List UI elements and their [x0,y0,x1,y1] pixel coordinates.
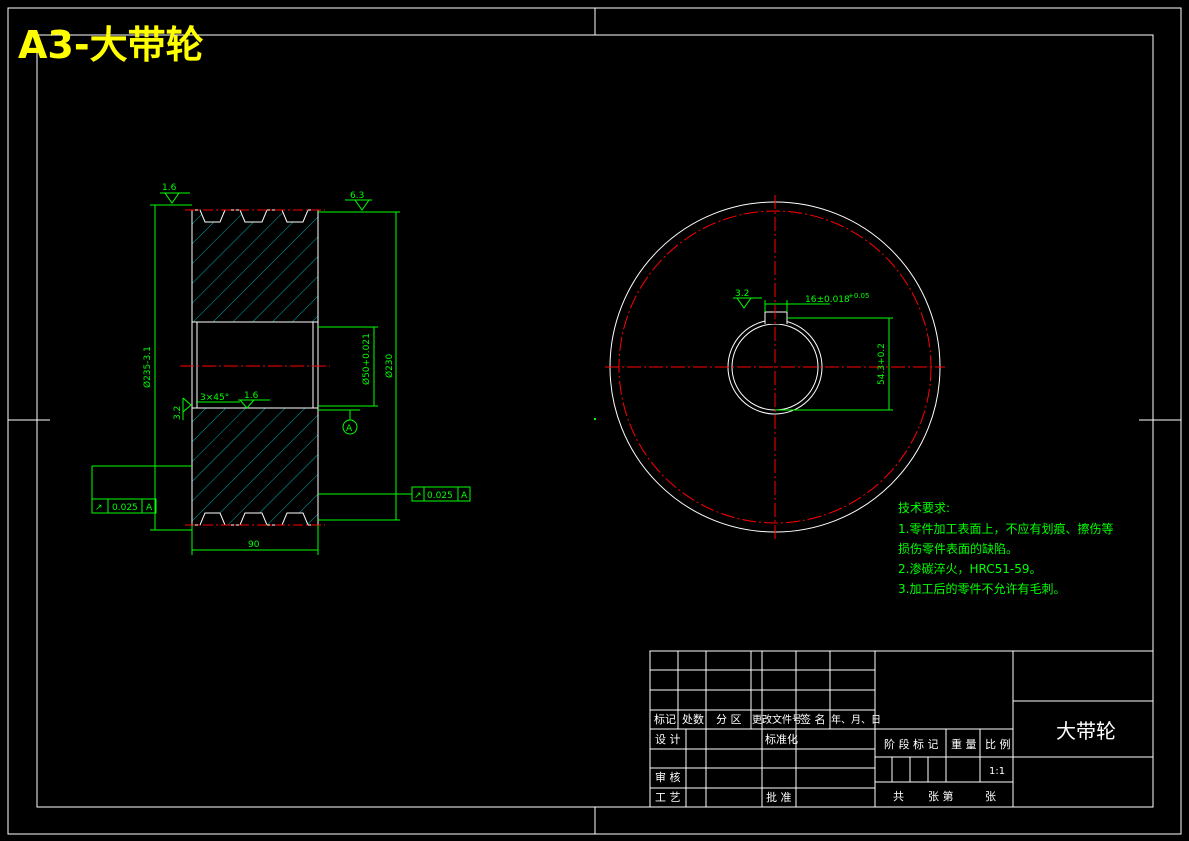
tb-sheet: 张 [985,790,996,803]
tech-requirements: 技术要求: 1.零件加工表面上，不应有划痕、擦伤等 损伤零件表面的缺陷。 2.渗… [898,501,1113,596]
chamfer-label: 3×45° [200,393,229,403]
title-block-text: 标记 处数 分 区 更改文件号 签 名 年、月、日 设 计 标准化 审 核 工 … [654,712,1116,804]
front-view: 3.2 16±0.018 +0.05 54.3+0.2 [594,195,945,540]
dim-outer-diameter: Ø235-3.1 [142,346,153,388]
tb-design: 设 计 [655,733,681,746]
tech-line-3: 2.渗碳淬火，HRC51-59。 [898,561,1041,576]
tech-line-4: 3.加工后的零件不允许有毛刺。 [898,581,1065,596]
dim-bore-diameter: Ø50+0.021 [361,333,372,385]
tb-header-count: 处数 [682,713,704,726]
tb-header-date: 年、月、日 [831,713,881,726]
tb-standardize: 标准化 [765,732,798,746]
runout-right-datum: A [461,491,468,501]
tb-total: 共 [893,790,904,803]
dim-width: 90 [248,540,260,550]
tb-ratio: 比 例 [985,737,1011,751]
drawing-frame [7,7,1182,835]
runout-left-symbol: ↗ [95,503,103,513]
lower-rim-section [191,407,319,526]
keyway [764,311,788,324]
datum-a-marker [342,419,358,435]
tech-line-2: 损伤零件表面的缺陷。 [898,541,1018,556]
roughness-bore: 1.6 [244,391,259,401]
tb-weight: 重 量 [951,737,977,751]
title-block [649,650,1154,808]
roughness-top-left: 1.6 [162,183,177,193]
runout-right-value: 0.025 [427,491,453,501]
tb-header-zone: 分 区 [716,713,742,726]
roughness-left-side: 3.2 [173,406,183,420]
dim-pitch-diameter: Ø230 [384,353,395,378]
tb-scale-value: 1:1 [989,766,1005,777]
runout-left-value: 0.025 [112,503,138,513]
tb-process: 工 艺 [655,791,681,804]
tech-line-1: 1.零件加工表面上，不应有划痕、擦伤等 [898,521,1113,536]
tb-sheets: 张 第 [928,789,954,803]
tb-stage-mark: 阶 段 标 记 [884,737,939,751]
runout-frame-left: ↗ 0.025 A [91,498,157,514]
corner-title: A3-大带轮 [18,23,204,67]
bore [191,321,319,409]
section-view: A Ø235-3.1 Ø230 Ø50+0.021 90 3×45° 1.6 6… [91,183,471,555]
upper-rim-section [191,209,319,323]
runout-frame-right: ↗ 0.025 A [411,486,471,502]
roughness-top-right: 6.3 [350,191,364,201]
roughness-keyway: 3.2 [735,289,749,299]
tb-header-mark: 标记 [654,712,676,726]
dim-keyway-depth: 54.3+0.2 [877,343,887,385]
runout-right-symbol: ↗ [414,491,422,501]
tb-header-doc: 更改文件号 [752,713,802,726]
tb-approve: 批 准 [766,790,792,804]
dim-keyway-tol: +0.05 [848,292,869,300]
tech-heading: 技术要求: [898,501,950,515]
runout-left-datum: A [146,503,153,513]
dim-keyway-width: 16±0.018 [805,295,850,305]
tb-review: 审 核 [655,770,681,784]
datum-a-label: A [346,424,353,434]
tb-part-name: 大带轮 [1056,719,1116,743]
tb-header-sign: 签 名 [800,712,826,726]
